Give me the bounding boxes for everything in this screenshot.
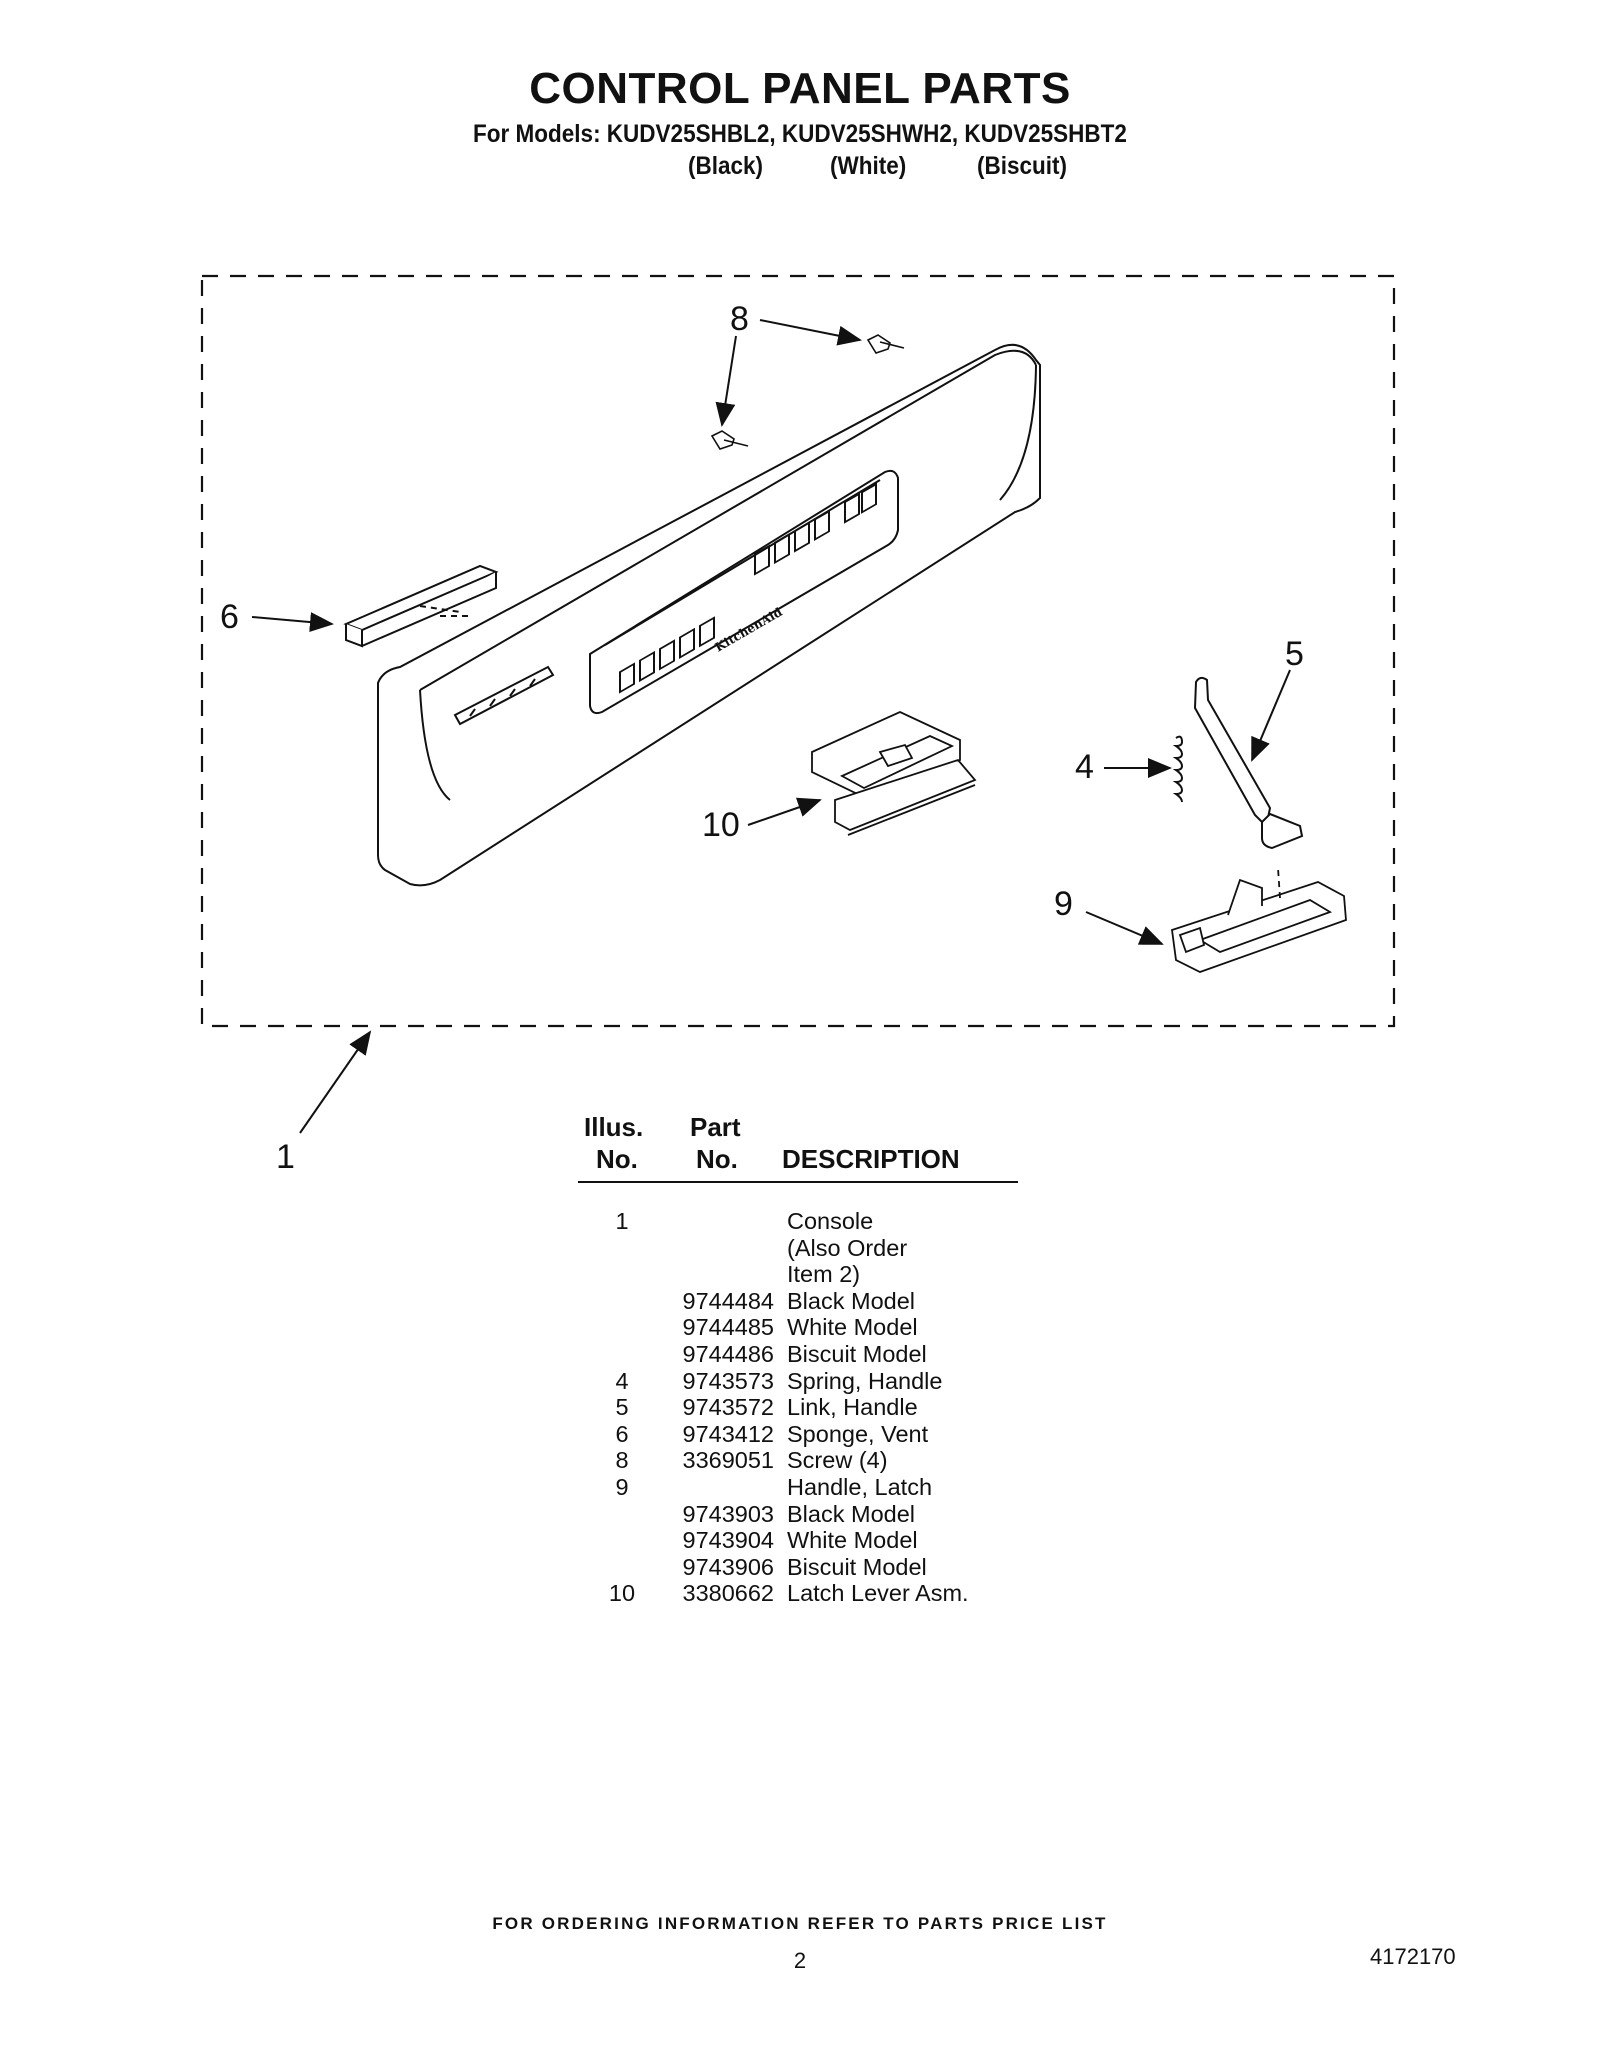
handle-link-part [1193, 676, 1304, 850]
table-row: 9743906 Biscuit Model [0, 1554, 1600, 1581]
row-desc: Console [787, 1208, 874, 1234]
row-part: 9743573 [682, 1367, 775, 1394]
row-desc: Latch Lever Asm. [787, 1580, 969, 1607]
table-row: 5 9743572 Link, Handle [0, 1394, 1600, 1421]
row-part: 9743903 [682, 1500, 775, 1527]
svg-text:5: 5 [1285, 635, 1304, 673]
callout-10: 10 [702, 797, 822, 844]
callout-6: 6 [220, 598, 334, 636]
table-header-rule [578, 1181, 1018, 1183]
ordering-note: FOR ORDERING INFORMATION REFER TO PARTS … [492, 1914, 1108, 1933]
row-part: 9744484 [682, 1287, 775, 1314]
row-part: 3380662 [682, 1580, 775, 1607]
table-row: 8 3369051 Screw (4) [0, 1447, 1600, 1474]
row-desc: Biscuit Model [787, 1341, 927, 1367]
header-description: DESCRIPTION [782, 1144, 960, 1174]
header-illus-top: Illus. [584, 1112, 644, 1142]
row-part: 3369051 [682, 1447, 775, 1474]
table-row: 1 Console [0, 1208, 1600, 1235]
page-number: 2 [793, 1948, 807, 1973]
svg-text:6: 6 [220, 598, 239, 636]
row-illus: 5 [615, 1394, 629, 1421]
screw-part [710, 334, 905, 450]
row-desc: (Also Order [787, 1234, 908, 1261]
row-part: 9743906 [682, 1553, 775, 1580]
row-desc: Spring, Handle [787, 1367, 943, 1394]
row-illus: 8 [615, 1447, 629, 1474]
row-desc: Black Model [787, 1287, 915, 1314]
svg-text:4: 4 [1075, 748, 1094, 786]
table-row: 4 9743573 Spring, Handle [0, 1368, 1600, 1395]
exploded-parts-diagram: KitchenAid 8 [200, 274, 1396, 1176]
vent-sponge-part [343, 564, 499, 648]
svg-text:8: 8 [730, 300, 749, 338]
row-part: 9743904 [682, 1527, 775, 1554]
table-row: 9744485 White Model [0, 1314, 1600, 1341]
table-row: (Also Order [0, 1235, 1600, 1262]
svg-text:9: 9 [1054, 885, 1073, 923]
row-desc: White Model [787, 1527, 918, 1554]
assembly-boundary [200, 274, 1396, 1028]
row-desc: Link, Handle [787, 1394, 918, 1421]
row-part: 9744486 [682, 1341, 775, 1367]
table-row: 9744486 Biscuit Model [0, 1341, 1600, 1368]
variant-black: (Black) [688, 152, 764, 180]
row-desc: Black Model [787, 1500, 915, 1527]
header-part-bottom: No. [696, 1144, 738, 1174]
table-row: 6 9743412 Sponge, Vent [0, 1421, 1600, 1448]
spring-part [1172, 735, 1184, 803]
row-part: 9744485 [682, 1314, 775, 1341]
table-row: 9743903 Black Model [0, 1501, 1600, 1528]
variant-white: (White) [830, 152, 907, 180]
row-desc: Sponge, Vent [787, 1420, 929, 1447]
table-row: 9 Handle, Latch [0, 1474, 1600, 1501]
page-title: CONTROL PANEL PARTS [529, 64, 1071, 113]
document-number: 4172170 [1370, 1944, 1456, 1969]
callout-1: 1 [276, 1030, 372, 1176]
table-row: 9743904 White Model [0, 1527, 1600, 1554]
row-desc: Screw (4) [787, 1447, 888, 1474]
row-desc: White Model [787, 1314, 918, 1341]
table-row: 10 3380662 Latch Lever Asm. [0, 1580, 1600, 1607]
row-illus: 10 [608, 1580, 636, 1607]
console-panel [377, 343, 1041, 887]
row-part: 9743572 [682, 1394, 775, 1421]
row-desc: Item 2) [787, 1261, 861, 1288]
variant-biscuit: (Biscuit) [977, 152, 1067, 180]
row-part: 9743412 [682, 1420, 775, 1447]
callout-5: 5 [1251, 635, 1304, 762]
row-illus: 6 [615, 1420, 629, 1447]
table-row: 9744484 Black Model [0, 1288, 1600, 1315]
svg-text:1: 1 [276, 1138, 295, 1176]
callout-4: 4 [1075, 748, 1172, 786]
latch-lever-part [811, 711, 977, 836]
header-illus-bottom: No. [596, 1144, 638, 1174]
row-desc: Biscuit Model [787, 1553, 927, 1580]
models-line: For Models: KUDV25SHBL2, KUDV25SHWH2, KU… [473, 120, 1127, 148]
svg-text:10: 10 [702, 806, 740, 844]
row-illus: 9 [615, 1474, 629, 1500]
header-part-top: Part [690, 1112, 741, 1142]
row-illus: 4 [615, 1367, 629, 1394]
table-row: Item 2) [0, 1261, 1600, 1288]
row-desc: Handle, Latch [787, 1474, 933, 1500]
handle-latch-part [1171, 867, 1347, 973]
callout-8: 8 [715, 300, 862, 427]
row-illus: 1 [615, 1208, 629, 1234]
callout-9: 9 [1054, 885, 1164, 945]
